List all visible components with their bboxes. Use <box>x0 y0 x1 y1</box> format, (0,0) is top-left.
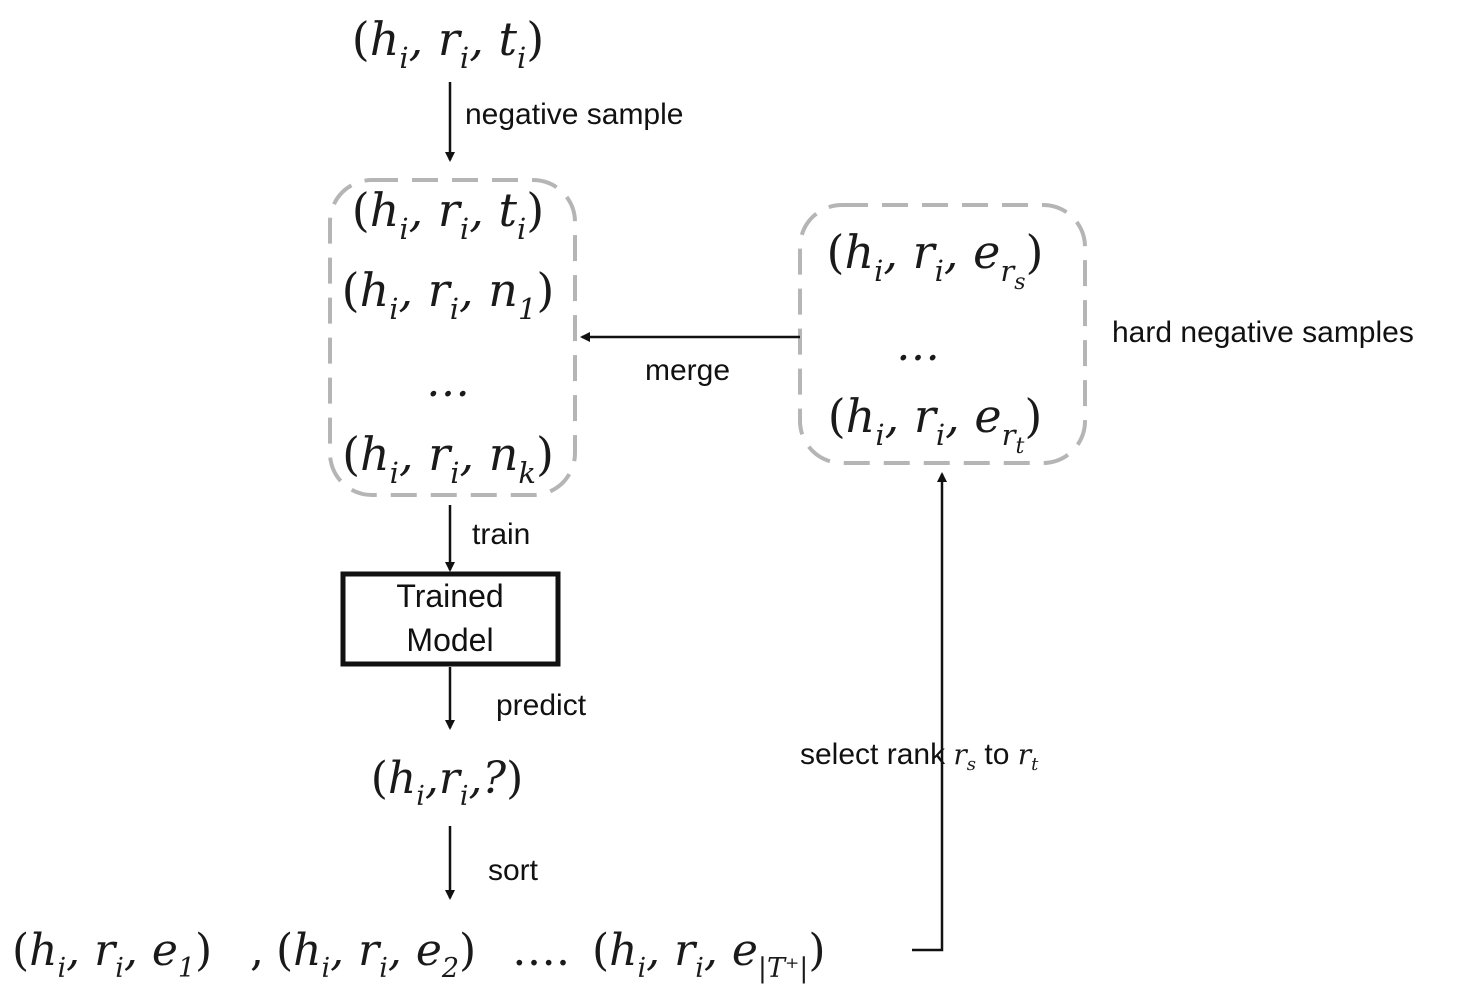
triple-e2: (hi, ri, e2) <box>276 925 476 984</box>
triple-stack_1: (hi, ri, ti) <box>352 183 544 246</box>
trained-model-box <box>340 571 561 667</box>
arrow-select-rank <box>912 472 947 952</box>
stack-ellipsis: … <box>426 356 470 407</box>
label-train: train <box>472 518 530 551</box>
label-negative-sample: negative sample <box>465 98 683 131</box>
triple-stack_k: (hi, ri, nk) <box>342 427 554 490</box>
triple-hard_t: (hi, ri, ert) <box>828 389 1043 459</box>
triple-e1: (hi, ri, e1) <box>12 925 212 984</box>
triple-input: (hi, ri, ti) <box>352 12 544 75</box>
label-merge: merge <box>645 354 730 387</box>
label-sort: sort <box>488 854 539 887</box>
model-label-line1: Trained <box>396 578 503 614</box>
label-predict: predict <box>496 689 587 722</box>
triple-stack_2: (hi, ri, n1) <box>342 263 555 326</box>
bottom-row-dots: …. <box>512 925 570 976</box>
triple-query: (hi,ri,?) <box>371 753 524 812</box>
bottom-row-comma: , <box>250 925 264 976</box>
hard-negatives-container <box>798 203 1087 465</box>
negative-samples-container <box>328 178 577 497</box>
triple-hard_s: (hi, ri, ers) <box>826 225 1043 295</box>
model-label-line2: Model <box>406 622 493 658</box>
label-hard-negative-samples: hard negative samples <box>1112 316 1414 349</box>
label-select-rank: select rank rs to rt <box>800 738 1039 775</box>
hard-ellipsis: … <box>896 320 940 371</box>
triple-elast: (hi, ri, e|T⁺|) <box>592 925 826 984</box>
